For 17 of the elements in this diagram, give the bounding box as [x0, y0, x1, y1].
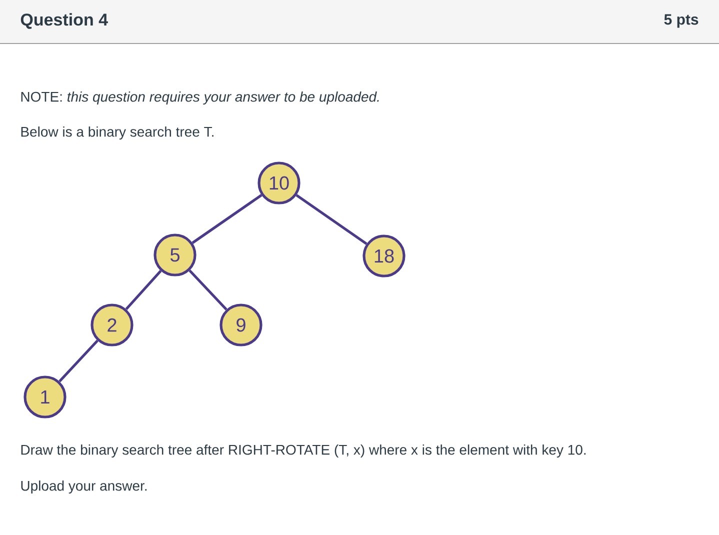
tree-edge: [296, 194, 368, 245]
tree-edge: [58, 340, 98, 382]
instruction-text: Upload your answer.: [21, 480, 147, 494]
tree-node: 10: [258, 162, 300, 204]
points-label: 5 pts: [664, 14, 698, 28]
tree-node: 5: [154, 234, 196, 276]
body-text: Below is a binary search tree T.: [21, 126, 214, 140]
question-title: Question 4: [20, 13, 108, 29]
instruction-text: Draw the binary search tree after RIGHT-ROTATE (T, x) where x is the element with key 10.: [21, 444, 586, 458]
tree-node: 1: [24, 376, 66, 418]
note-text: NOTE: this question requires your answer to be uploaded.: [21, 91, 379, 105]
tree-node: 9: [220, 304, 262, 346]
tree-edge: [188, 270, 228, 310]
tree-edge: [192, 194, 262, 244]
tree-node: 2: [90, 304, 134, 346]
tree-edge: [125, 270, 162, 310]
tree-node: 18: [362, 234, 406, 278]
